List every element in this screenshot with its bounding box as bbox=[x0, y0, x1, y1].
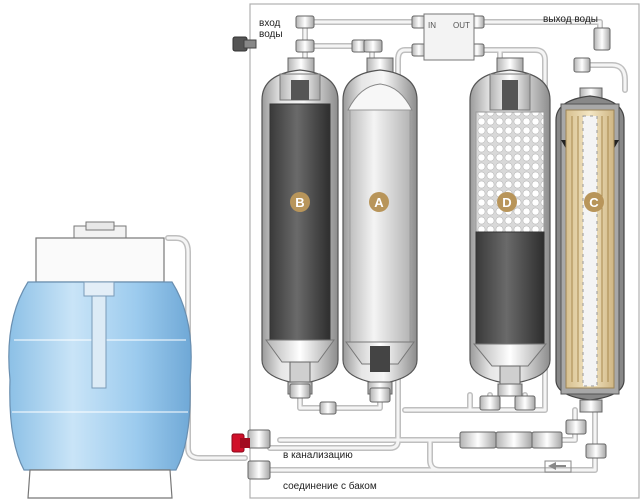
badge-b: B bbox=[290, 192, 310, 212]
in-label: IN bbox=[428, 21, 436, 30]
badge-a: A bbox=[369, 192, 389, 212]
badge-b-text: B bbox=[295, 195, 304, 210]
inlet-valve[interactable] bbox=[232, 36, 257, 52]
badge-d: D bbox=[497, 192, 517, 212]
flow-arrow-box bbox=[544, 460, 572, 473]
flow-arrow-icon bbox=[548, 462, 566, 470]
post-filter-block bbox=[423, 13, 475, 61]
inlet-label-line1: вход bbox=[259, 18, 281, 29]
filter-d bbox=[469, 57, 551, 397]
drain-valve[interactable] bbox=[231, 433, 250, 453]
filter-b bbox=[261, 57, 339, 395]
system-frame bbox=[249, 3, 640, 499]
drain-label: в канализацию bbox=[283, 450, 353, 461]
badge-c-text: C bbox=[589, 195, 599, 210]
badge-c: C bbox=[584, 192, 604, 212]
out-label: OUT bbox=[453, 21, 470, 30]
inlet-label-line2: воды bbox=[259, 29, 283, 40]
drain-line-blocks bbox=[459, 431, 563, 449]
badge-a-text: A bbox=[374, 195, 384, 210]
badge-d-text: D bbox=[502, 195, 511, 210]
tank-connection-label: соединение с баком bbox=[283, 480, 377, 492]
filter-a bbox=[342, 57, 418, 395]
membrane-c bbox=[555, 87, 625, 413]
outlet-label: выход воды bbox=[543, 14, 598, 25]
storage-tank bbox=[8, 221, 192, 499]
